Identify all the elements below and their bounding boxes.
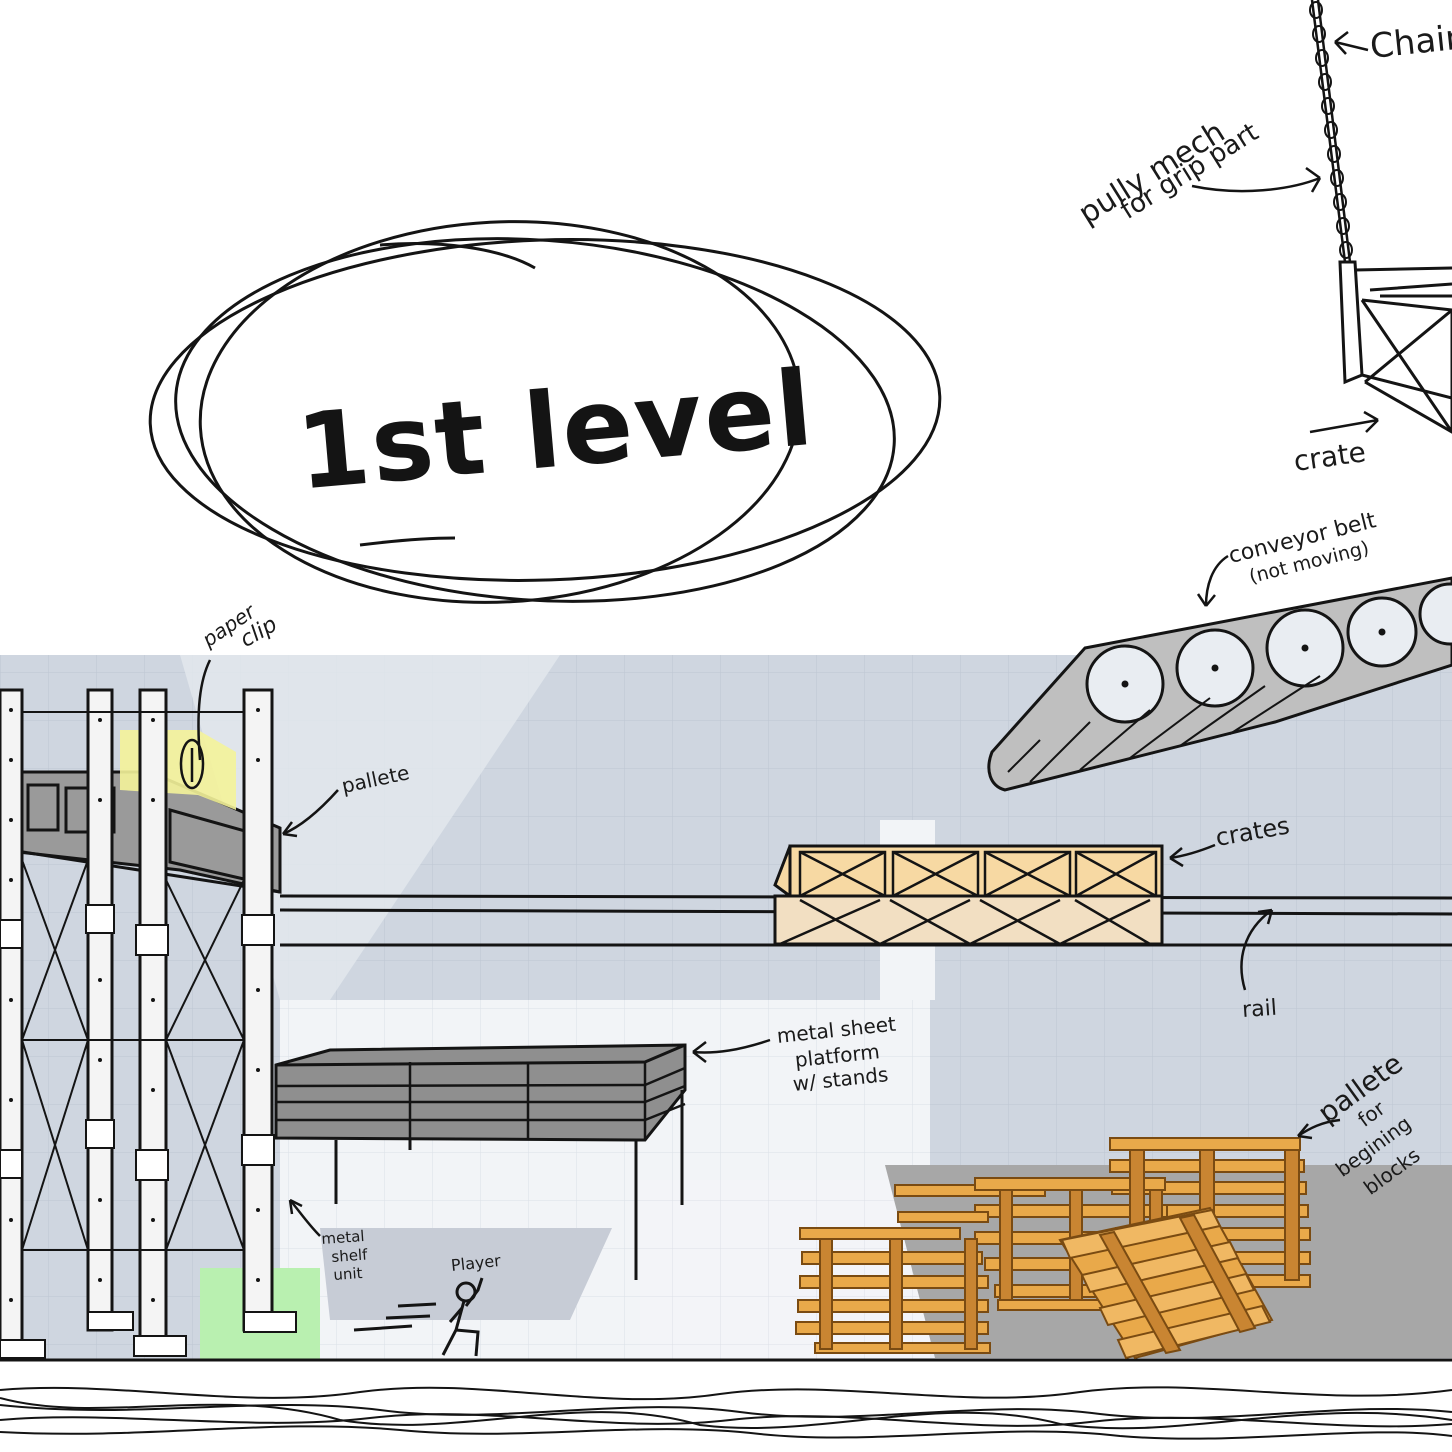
title-scribble-circle [148, 220, 942, 604]
annotation-arrows [197, 31, 1379, 1237]
rail-label: rail [1241, 995, 1278, 1023]
shelf-unit-label-line1: metal [320, 1227, 366, 1248]
crate-row [773, 844, 1164, 946]
chain-label: Chain [1368, 17, 1452, 67]
player-figure [353, 1277, 484, 1357]
metal-shelf-unit [0, 688, 297, 1359]
shelf-unit-label-line3: unit [332, 1264, 364, 1284]
metal-sheet-platform [274, 1043, 687, 1280]
conveyor-belt [987, 576, 1452, 792]
shelf-unit-label-line2: shelf [330, 1245, 368, 1266]
hanging-crate [1338, 260, 1452, 434]
scribble-ground [0, 1386, 1452, 1440]
pallet-stacks [795, 1137, 1311, 1360]
pulley-chain [1309, 0, 1353, 263]
